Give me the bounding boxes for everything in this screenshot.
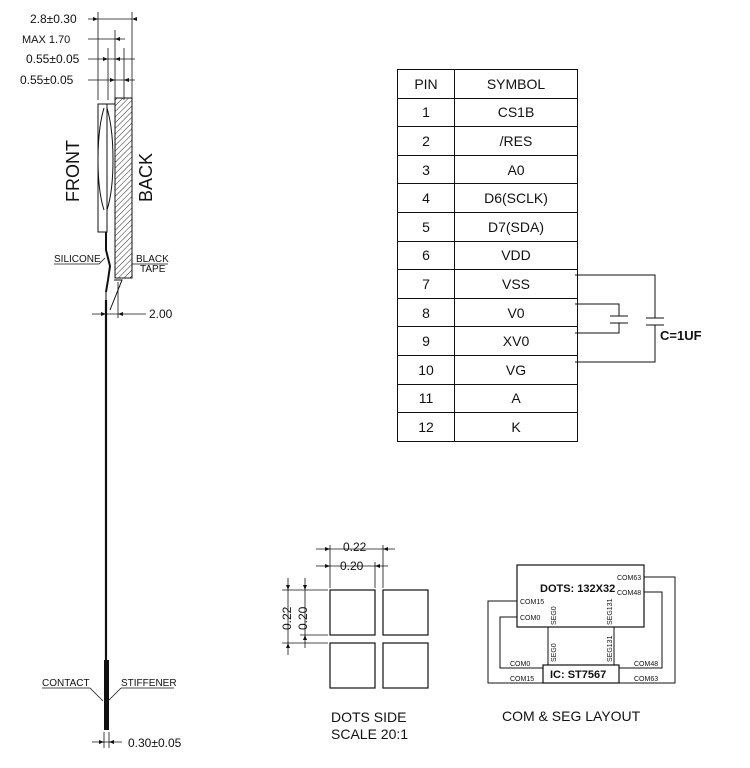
dots-area <box>516 564 645 628</box>
front-glass <box>97 103 108 233</box>
pin-cell: 1 <box>397 97 455 128</box>
dots-area-label: DOTS: 132X32 <box>540 583 615 595</box>
com63-top-label: COM63 <box>617 575 641 582</box>
symbol-cell: VG <box>454 354 578 385</box>
dots-size-h-label: 0.20 <box>340 559 364 573</box>
dim-glass2-label: 0.55±0.05 <box>20 73 74 87</box>
dim-tail-offset-label: 2.00 <box>149 307 173 321</box>
seg0-bottom-label: SEG0 <box>551 643 558 662</box>
dim-overall-label: 2.8±0.30 <box>30 12 77 26</box>
dim-glass1-label: 0.55±0.05 <box>26 52 80 66</box>
pin-cell: 2 <box>397 126 455 156</box>
com63-bottom-label: COM63 <box>634 676 658 683</box>
symbol-cell: A0 <box>454 154 578 185</box>
ic-box <box>542 664 620 684</box>
pin-cell: 3 <box>397 154 455 185</box>
front-label: FRONT <box>63 140 83 202</box>
com0-left-label: COM0 <box>520 615 540 622</box>
ic-label: IC: ST7567 <box>550 669 606 681</box>
pin-header: PIN <box>397 69 455 99</box>
dots-pitch-h-label: 0.22 <box>343 540 367 554</box>
symbol-cell: CS1B <box>454 97 578 128</box>
com48-top-label: COM48 <box>617 590 641 597</box>
symbol-cell: D7(SDA) <box>454 211 578 242</box>
symbol-cell: VSS <box>454 269 578 299</box>
pin-cell: 4 <box>397 183 455 213</box>
pin-cell: 11 <box>397 383 455 414</box>
dots-pitch-v-label: 0.22 <box>280 606 294 630</box>
pin-cell: 12 <box>397 412 455 442</box>
dots-view: 0.22 0.20 0.22 0.20 DOTS SIDE SCALE 20:1 <box>280 540 429 742</box>
pin-cell: 9 <box>397 326 455 356</box>
stiffener-label: STIFFENER <box>121 678 177 689</box>
back-glass <box>114 97 133 279</box>
seg131-bottom-label: SEG131 <box>607 635 614 662</box>
symbol-cell: K <box>454 412 578 442</box>
contact-label: CONTACT <box>42 678 90 689</box>
pin-table-header: PIN SYMBOL <box>397 69 578 99</box>
symbol-cell: V0 <box>454 297 578 328</box>
dots-title: DOTS SIDE <box>331 709 406 725</box>
capacitor-wiring: C=1UF <box>575 274 702 363</box>
pin-cell: 6 <box>397 240 455 271</box>
symbol-cell: D6(SCLK) <box>454 183 578 213</box>
seg0-top-label: SEG0 <box>551 606 558 625</box>
seg131-top-label: SEG131 <box>607 598 614 625</box>
table-row: 2/RES <box>397 126 578 156</box>
pin-cell: 10 <box>397 354 455 385</box>
silicone-label: SILICONE <box>54 254 101 265</box>
com15-bottom-label: COM15 <box>510 676 534 683</box>
layout-title: COM & SEG LAYOUT <box>502 708 641 724</box>
symbol-cell: VDD <box>454 240 578 271</box>
capacitor-label: C=1UF <box>660 328 702 343</box>
dots-scale: SCALE 20:1 <box>331 726 408 742</box>
pin-cell: 5 <box>397 211 455 242</box>
dim-max-label: MAX 1.70 <box>22 34 70 46</box>
black-label: BLACK <box>136 254 169 265</box>
com48-bottom-label: COM48 <box>634 661 658 668</box>
back-label: BACK <box>136 153 156 202</box>
symbol-cell: XV0 <box>454 326 578 356</box>
tape-label: TAPE <box>140 264 166 275</box>
pin-cell: 8 <box>397 297 455 328</box>
layout-view: DOTS: 132X32 IC: ST7567 COM63 COM48 COM4… <box>487 564 676 724</box>
symbol-header: SYMBOL <box>454 69 578 99</box>
dots-size-v-label: 0.20 <box>296 606 310 630</box>
pin-cell: 7 <box>397 269 455 299</box>
symbol-cell: A <box>454 383 578 414</box>
symbol-cell: /RES <box>454 126 578 156</box>
com15-left-label: COM15 <box>520 599 544 606</box>
side-view: 2.8±0.30 MAX 1.70 0.55±0.05 0.55±0.05 2.… <box>20 12 182 750</box>
com0-bottom-label: COM0 <box>510 661 530 668</box>
stiffener <box>104 660 109 730</box>
dim-fpc-thickness-label: 0.30±0.05 <box>128 736 182 750</box>
